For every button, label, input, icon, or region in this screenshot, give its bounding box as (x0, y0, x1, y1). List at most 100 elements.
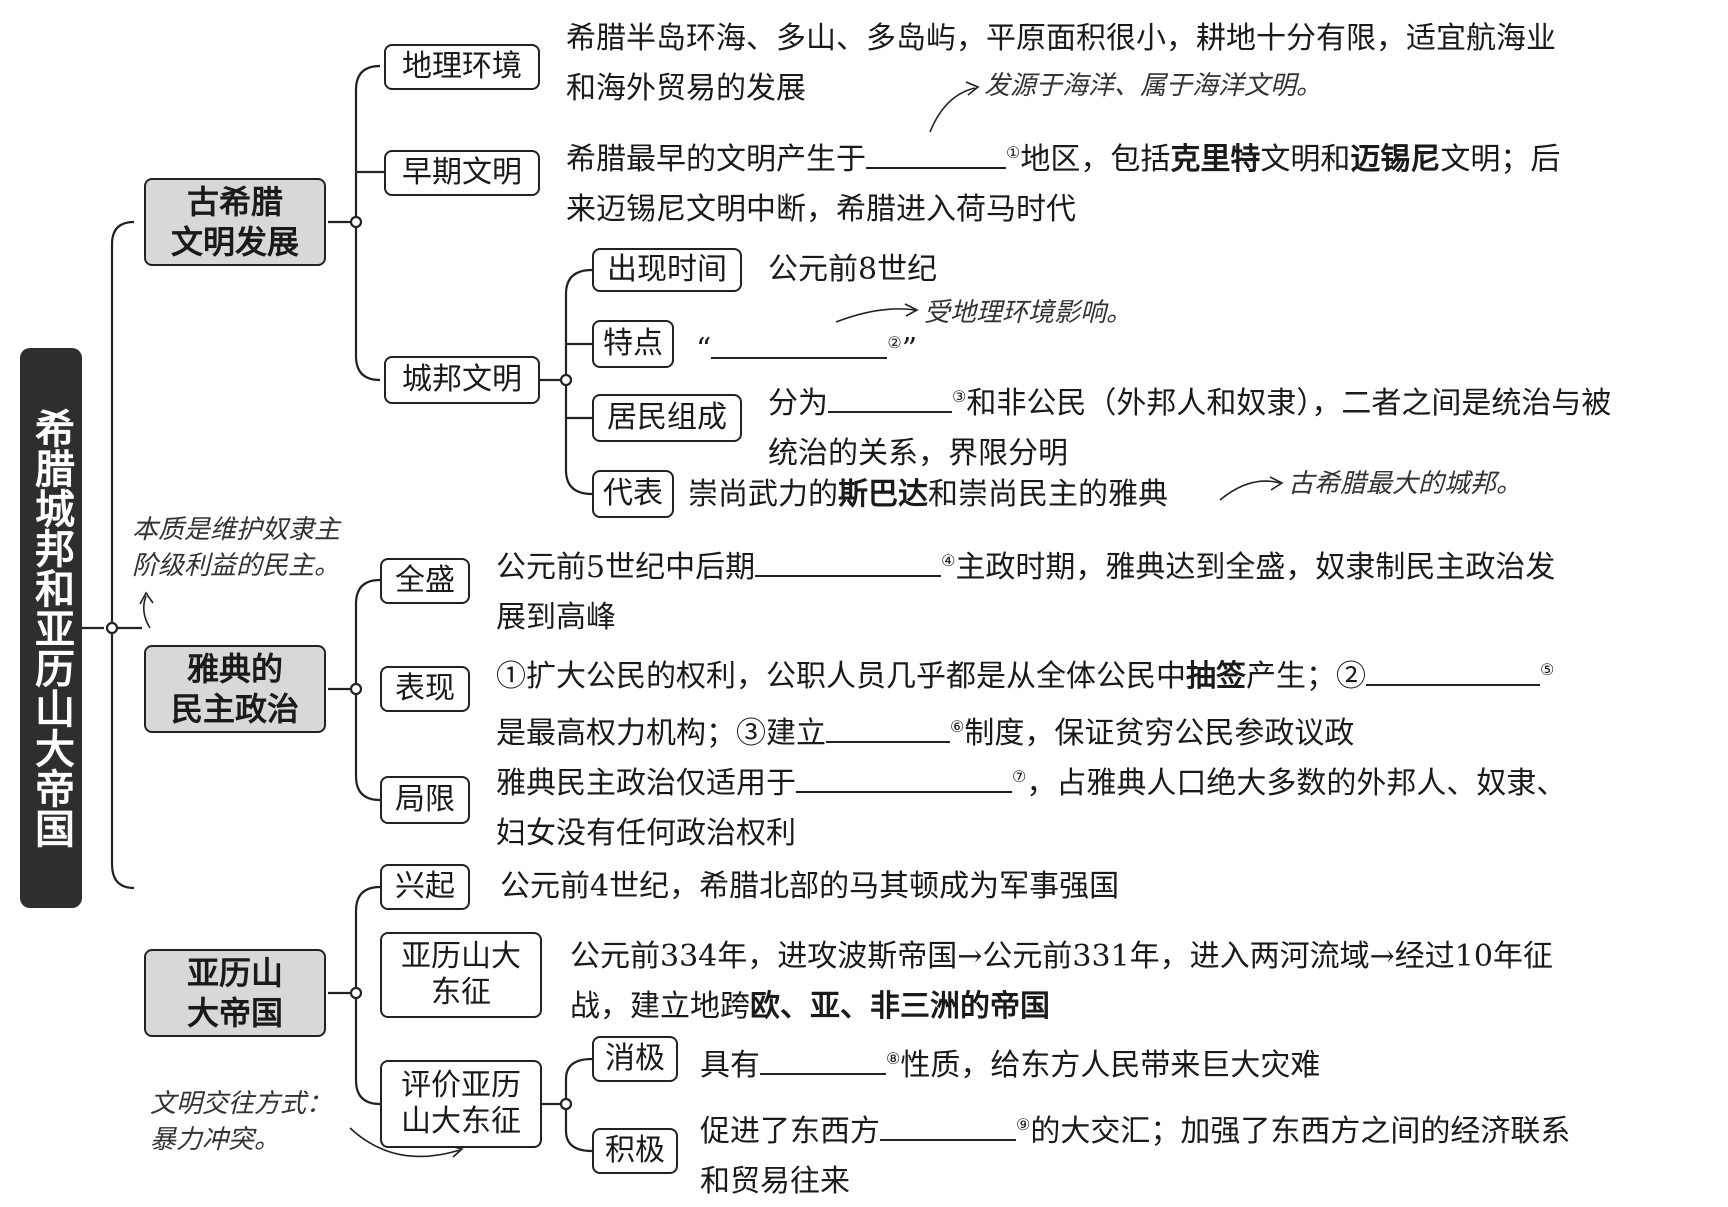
node-rise-label: 兴起 (395, 869, 455, 904)
blank-7 (796, 761, 1012, 793)
east-text-line1: 公元前334年，进攻波斯帝国→公元前331年，进入两河流域→经过10年征 (570, 939, 1553, 974)
limit-text-b: ，占雅典人口绝大多数的外邦人、奴隶、 (1026, 766, 1567, 801)
neg-text-b: 性质，给东方人民带来巨大灾难 (900, 1048, 1321, 1083)
east-text-a: 战，建立地跨 (570, 989, 750, 1024)
blank-9 (880, 1109, 1016, 1141)
node-eval-pos-label: 积极 (605, 1133, 665, 1168)
early-bold-mycenae: 迈锡尼 (1350, 142, 1441, 177)
node-city-residents-label: 居民组成 (607, 400, 727, 435)
blank-7-number: ⑦ (1012, 767, 1027, 786)
node-early: 早期文明 (384, 150, 540, 196)
peak-text: 公元前5世纪中后期 ④主政时期，雅典达到全盛，奴隶制民主政治发 展到高峰 (496, 536, 1555, 643)
node-city-rep-label: 代表 (603, 476, 663, 511)
node-alexander: 亚历山 大帝国 (144, 949, 326, 1037)
node-show-label: 表现 (395, 671, 455, 706)
show-bold-lot: 抽签 (1186, 659, 1246, 694)
residents-text-a: 分为 (768, 386, 828, 421)
node-rise: 兴起 (380, 864, 470, 910)
pos-text-line2: 和贸易往来 (700, 1164, 850, 1199)
show-text-d: 制度，保证贫穷公民参政议政 (964, 716, 1355, 751)
alexander-note: 文明交往方式： 暴力冲突。 (150, 1089, 333, 1155)
blank-5-number: ⑤ (1540, 660, 1555, 679)
early-text-d: 文明；后 (1440, 142, 1561, 177)
node-peak: 全盛 (380, 558, 470, 604)
show-text-b: 产生；② (1246, 659, 1366, 694)
node-peak-label: 全盛 (395, 563, 455, 598)
peak-text-b: 主政时期，雅典达到全盛，奴隶制民主政治发 (955, 550, 1556, 585)
blank-1-number: ① (1006, 143, 1021, 162)
rep-note: 古希腊最大的城邦。 (1288, 469, 1523, 499)
show-text: ①扩大公民的权利，公职人员几乎都是从全体公民中抽签产生；② ⑤ 是最高权力机构；③… (496, 645, 1554, 759)
node-east-label: 亚历山大 东征 (401, 939, 521, 1010)
node-city-feature: 特点 (592, 320, 674, 368)
node-city-rep: 代表 (592, 470, 674, 518)
limit-text: 雅典民主政治仅适用于 ⑦，占雅典人口绝大多数的外邦人、奴隶、 妇女没有任何政治权利 (496, 752, 1566, 859)
east-text: 公元前334年，进攻波斯帝国→公元前331年，进入两河流域→经过10年征 战，建… (570, 932, 1553, 1032)
node-eval: 评价亚历 山大东征 (380, 1060, 542, 1148)
node-show: 表现 (380, 666, 470, 712)
geo-note: 发源于海洋、属于海洋文明。 (984, 71, 1323, 101)
peak-text-a: 公元前5世纪中后期 (496, 550, 756, 585)
athens-note: 本质是维护奴隶主 阶级利益的民主。 (132, 515, 341, 581)
node-city-residents: 居民组成 (592, 394, 742, 442)
rep-text-b: 和崇尚民主的雅典 (928, 477, 1168, 512)
geo-text-line2: 和海外贸易的发展 (566, 71, 806, 106)
pos-text-b: 的大交汇；加强了东西方之间的经济联系 (1030, 1114, 1571, 1149)
node-eval-neg: 消极 (592, 1036, 678, 1082)
node-greece: 古希腊 文明发展 (144, 178, 326, 266)
geo-text-line1: 希腊半岛环海、多山、多岛屿，平原面积很小，耕地十分有限，适宜航海业 (566, 21, 1556, 56)
node-eval-label: 评价亚历 山大东征 (401, 1068, 521, 1139)
blank-2-number: ② (887, 333, 902, 352)
city-feature-text: “ ②” (696, 318, 917, 375)
residents-text-b: 和非公民（外邦人和奴隶），二者之间是统治与被 (966, 386, 1612, 421)
blank-5 (1366, 654, 1540, 686)
node-athens: 雅典的 民主政治 (144, 645, 326, 733)
node-alexander-label: 亚历山 大帝国 (186, 954, 283, 1032)
show-text-a: ①扩大公民的权利，公职人员几乎都是从全体公民中 (496, 659, 1186, 694)
node-geo: 地理环境 (384, 44, 540, 90)
node-east: 亚历山大 东征 (380, 932, 542, 1018)
peak-text-line2: 展到高峰 (496, 600, 616, 635)
feature-open-quote: “ (696, 332, 712, 367)
neg-text-a: 具有 (700, 1048, 760, 1083)
eval-pos-text: 促进了东西方 ⑨的大交汇；加强了东西方之间的经济联系 和贸易往来 (700, 1100, 1570, 1207)
geo-text: 希腊半岛环海、多山、多岛屿，平原面积很小，耕地十分有限，适宜航海业 和海外贸易的… (566, 14, 1556, 114)
city-residents-text: 分为 ③和非公民（外邦人和奴隶），二者之间是统治与被 统治的关系，界限分明 (768, 372, 1611, 479)
node-city: 城邦文明 (384, 356, 540, 404)
early-text-c: 文明和 (1260, 142, 1351, 177)
limit-text-a: 雅典民主政治仅适用于 (496, 766, 796, 801)
node-city-feature-label: 特点 (603, 326, 663, 361)
early-text-b: 地区，包括 (1020, 142, 1171, 177)
blank-6-number: ⑥ (950, 717, 965, 736)
blank-6 (826, 711, 950, 743)
blank-1 (866, 137, 1006, 169)
node-city-label: 城邦文明 (402, 362, 522, 397)
node-limit-label: 局限 (395, 782, 455, 817)
blank-3 (828, 381, 952, 413)
residents-text-line2: 统治的关系，界限分明 (768, 436, 1068, 471)
blank-9-number: ⑨ (1016, 1115, 1031, 1134)
rise-text: 公元前4世纪，希腊北部的马其顿成为军事强国 (500, 869, 1120, 904)
limit-text-line2: 妇女没有任何政治权利 (496, 816, 796, 851)
pos-text-a: 促进了东西方 (700, 1114, 880, 1149)
early-text-line2: 来迈锡尼文明中断，希腊进入荷马时代 (566, 192, 1076, 227)
node-city-time: 出现时间 (592, 248, 742, 292)
blank-8 (760, 1043, 886, 1075)
blank-3-number: ③ (952, 387, 967, 406)
node-greece-label: 古希腊 文明发展 (170, 183, 299, 261)
blank-4 (755, 545, 942, 577)
root-title: 希腊城邦和亚历山大帝国 (20, 348, 82, 908)
rep-bold-sparta: 斯巴达 (838, 477, 928, 512)
blank-4-number: ④ (941, 551, 956, 570)
early-bold-crete: 克里特 (1170, 142, 1261, 177)
node-city-time-label: 出现时间 (607, 252, 727, 287)
city-time-text: 公元前8世纪 (768, 252, 938, 287)
feature-close-quote: ” (901, 332, 918, 367)
city-rep-text: 崇尚武力的斯巴达和崇尚民主的雅典 (688, 470, 1168, 520)
node-geo-label: 地理环境 (402, 49, 522, 84)
show-text-c: 是最高权力机构；③建立 (496, 716, 826, 751)
east-bold-empire: 欧、亚、非三洲的帝国 (750, 989, 1050, 1024)
